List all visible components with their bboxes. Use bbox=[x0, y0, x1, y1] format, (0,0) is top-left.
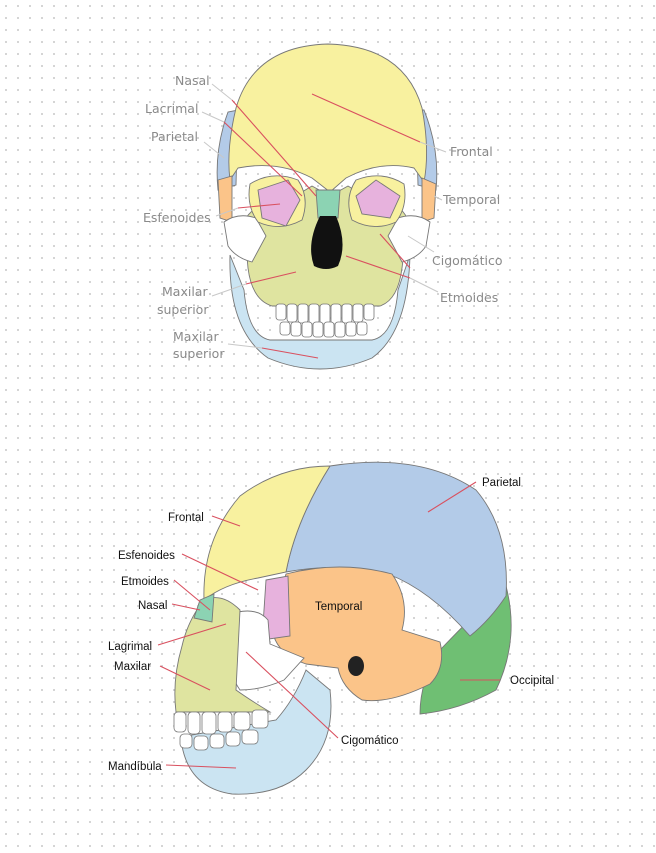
front-temporal-bone bbox=[218, 176, 232, 222]
front-label-cigomatico: Cigomático bbox=[432, 253, 503, 268]
front-label-esfenoides: Esfenoides bbox=[143, 210, 211, 225]
side-teeth bbox=[174, 710, 268, 750]
front-label-maxilar-superior-1b: superior bbox=[157, 302, 209, 317]
side-label-esfenoides: Esfenoides bbox=[118, 550, 175, 562]
side-label-frontal: Frontal bbox=[168, 512, 204, 524]
side-label-etmoides: Etmoides bbox=[121, 576, 169, 588]
front-label-etmoides: Etmoides bbox=[440, 290, 498, 305]
side-label-nasal: Nasal bbox=[138, 600, 167, 612]
front-frontal-bone bbox=[229, 44, 427, 192]
side-label-maxilar: Maxilar bbox=[114, 661, 151, 673]
front-label-frontal: Frontal bbox=[450, 144, 493, 159]
front-label-temporal: Temporal bbox=[442, 192, 500, 207]
side-label-occipital: Occipital bbox=[510, 675, 554, 687]
front-upper-teeth bbox=[276, 304, 374, 324]
front-ethmoid-bone bbox=[316, 190, 340, 218]
side-label-parietal: Parietal bbox=[482, 477, 521, 489]
front-label-maxilar-superior-1a: Maxilar bbox=[162, 284, 208, 299]
front-label-nasal: Nasal bbox=[175, 73, 210, 88]
side-label-cigomatico: Cigomático bbox=[341, 735, 399, 747]
side-label-lagrimal: Lagrimal bbox=[108, 641, 152, 653]
front-label-lacrimal: Lacrimal bbox=[145, 101, 198, 116]
front-temporal-bone-right bbox=[422, 178, 436, 222]
side-nasal-bone bbox=[194, 594, 214, 622]
front-label-maxilar-superior-2a: Maxilar bbox=[173, 329, 219, 344]
side-label-mandibula: Mandíbula bbox=[108, 761, 162, 773]
side-label-temporal: Temporal bbox=[315, 601, 362, 613]
side-ear-canal bbox=[348, 656, 364, 676]
front-label-maxilar-superior-2b: superior bbox=[173, 346, 225, 361]
front-label-parietal: Parietal bbox=[151, 129, 198, 144]
